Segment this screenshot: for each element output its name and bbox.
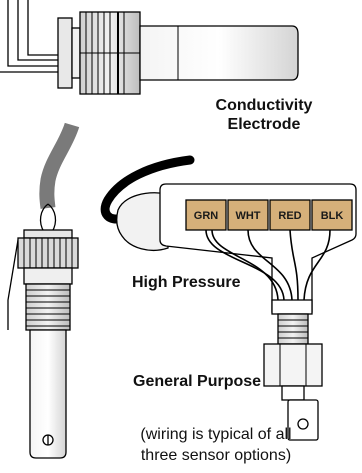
terminal-label: BLK: [321, 210, 344, 222]
terminal-red: [269, 199, 311, 231]
hp-tip-hole-icon: [297, 418, 309, 430]
wiring-note: (wiring is typical of all three sensor o…: [66, 424, 362, 466]
terminal-block: GRN WHT RED BLK: [185, 199, 353, 231]
hp-black-cable: [100, 155, 195, 224]
wiring-note-line2: three sensor options): [140, 447, 292, 464]
hp-hex-nut: [263, 343, 323, 387]
conductivity-label-line2: Electrode: [227, 116, 301, 133]
terminal-blk: [311, 199, 353, 231]
terminal-label: WHT: [235, 210, 260, 222]
gp-probe: [29, 329, 67, 459]
terminal-label: RED: [278, 210, 301, 222]
terminal-label: GRN: [194, 210, 219, 222]
high-pressure-sensor: GRN WHT RED BLK: [100, 155, 357, 441]
conductivity-electrode-label: Conductivity Electrode: [198, 96, 330, 134]
wiring-note-line1: (wiring is typical of all: [140, 426, 292, 443]
terminal-grn: [185, 199, 227, 231]
hp-wires: [205, 229, 331, 301]
general-purpose-label: General Purpose: [133, 373, 262, 390]
high-pressure-label: High Pressure: [132, 274, 241, 291]
electrode-thread: [79, 11, 141, 95]
general-purpose-sensor: [7, 122, 80, 459]
conductivity-electrode: [0, 0, 299, 95]
electrode-fitting: [57, 17, 73, 89]
gp-thread: [25, 283, 71, 331]
electrode-probe: [139, 25, 299, 81]
hp-thread: [277, 313, 309, 345]
gp-cable: [39, 122, 80, 209]
conductivity-label-line1: Conductivity: [215, 97, 313, 114]
electrode-wires: [0, 0, 60, 73]
